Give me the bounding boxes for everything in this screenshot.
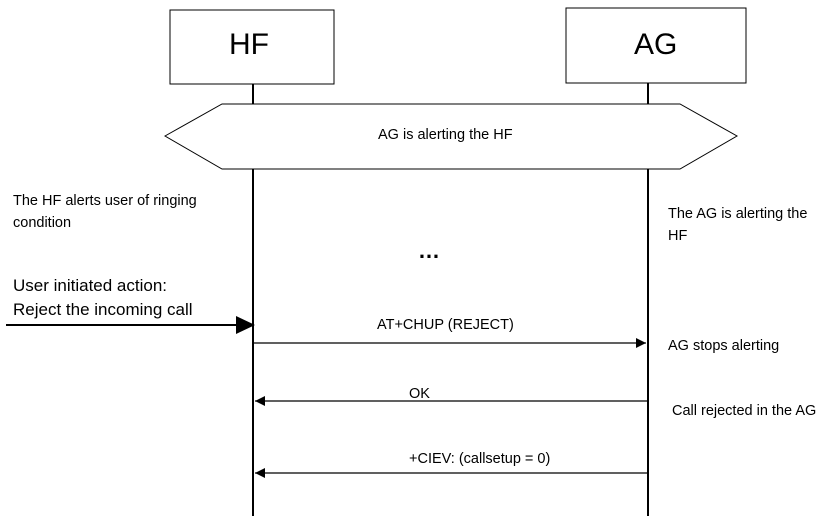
ag-participant-box [565,7,747,84]
ag-participant-label: AG [634,28,678,61]
hf-alert-note-line2: condition [13,215,72,231]
hf-participant-label: HF [229,28,269,61]
alert-banner-text: AG is alerting the HF [378,127,513,143]
chup-message-label: AT+CHUP (REJECT) [377,317,514,333]
hf-participant-box [169,9,335,85]
call-rejected-note: Call rejected in the AG [672,403,817,419]
user-action-line2: Reject the incoming call [13,300,193,319]
ciev-message-label: +CIEV: (callsetup = 0) [409,451,551,467]
ag-stops-note: AG stops alerting [668,338,780,354]
ellipsis-continuation: … [418,238,440,263]
ag-alert-note-line2: HF [668,228,688,244]
hf-alert-note-line1: The HF alerts user of ringing [13,193,197,209]
alert-banner-shape [163,103,739,170]
ok-message-label: OK [409,386,430,402]
ag-alert-note-line1: The AG is alerting the [668,206,808,222]
user-action-line1: User initiated action: [13,276,168,295]
user-action-arrowhead [236,316,255,334]
